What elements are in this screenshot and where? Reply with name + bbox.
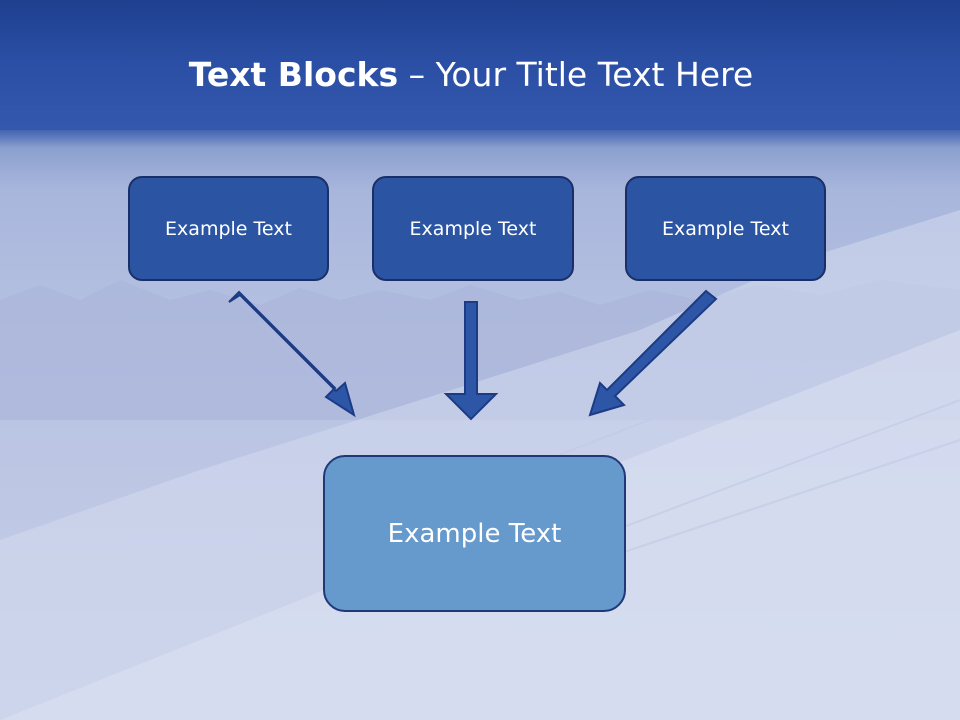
text-block-left-label: Example Text — [165, 217, 292, 240]
text-block-left[interactable]: Example Text — [128, 176, 329, 281]
target-text-block[interactable]: Example Text — [323, 455, 626, 612]
title-dash: – — [398, 55, 436, 94]
text-block-right-label: Example Text — [662, 217, 789, 240]
arrow-diagonal-right — [228, 290, 356, 418]
text-block-right[interactable]: Example Text — [625, 176, 826, 281]
arrow-down — [443, 301, 499, 421]
slide-title: Text Blocks – Your Title Text Here — [0, 54, 942, 96]
arrow-diagonal-left — [588, 289, 718, 417]
target-text-block-label: Example Text — [387, 518, 562, 549]
text-block-center[interactable]: Example Text — [372, 176, 574, 281]
title-rest: Your Title Text Here — [435, 55, 754, 94]
title-bold-part: Text Blocks — [188, 55, 399, 94]
text-block-center-label: Example Text — [409, 217, 537, 240]
title-band — [0, 0, 960, 148]
